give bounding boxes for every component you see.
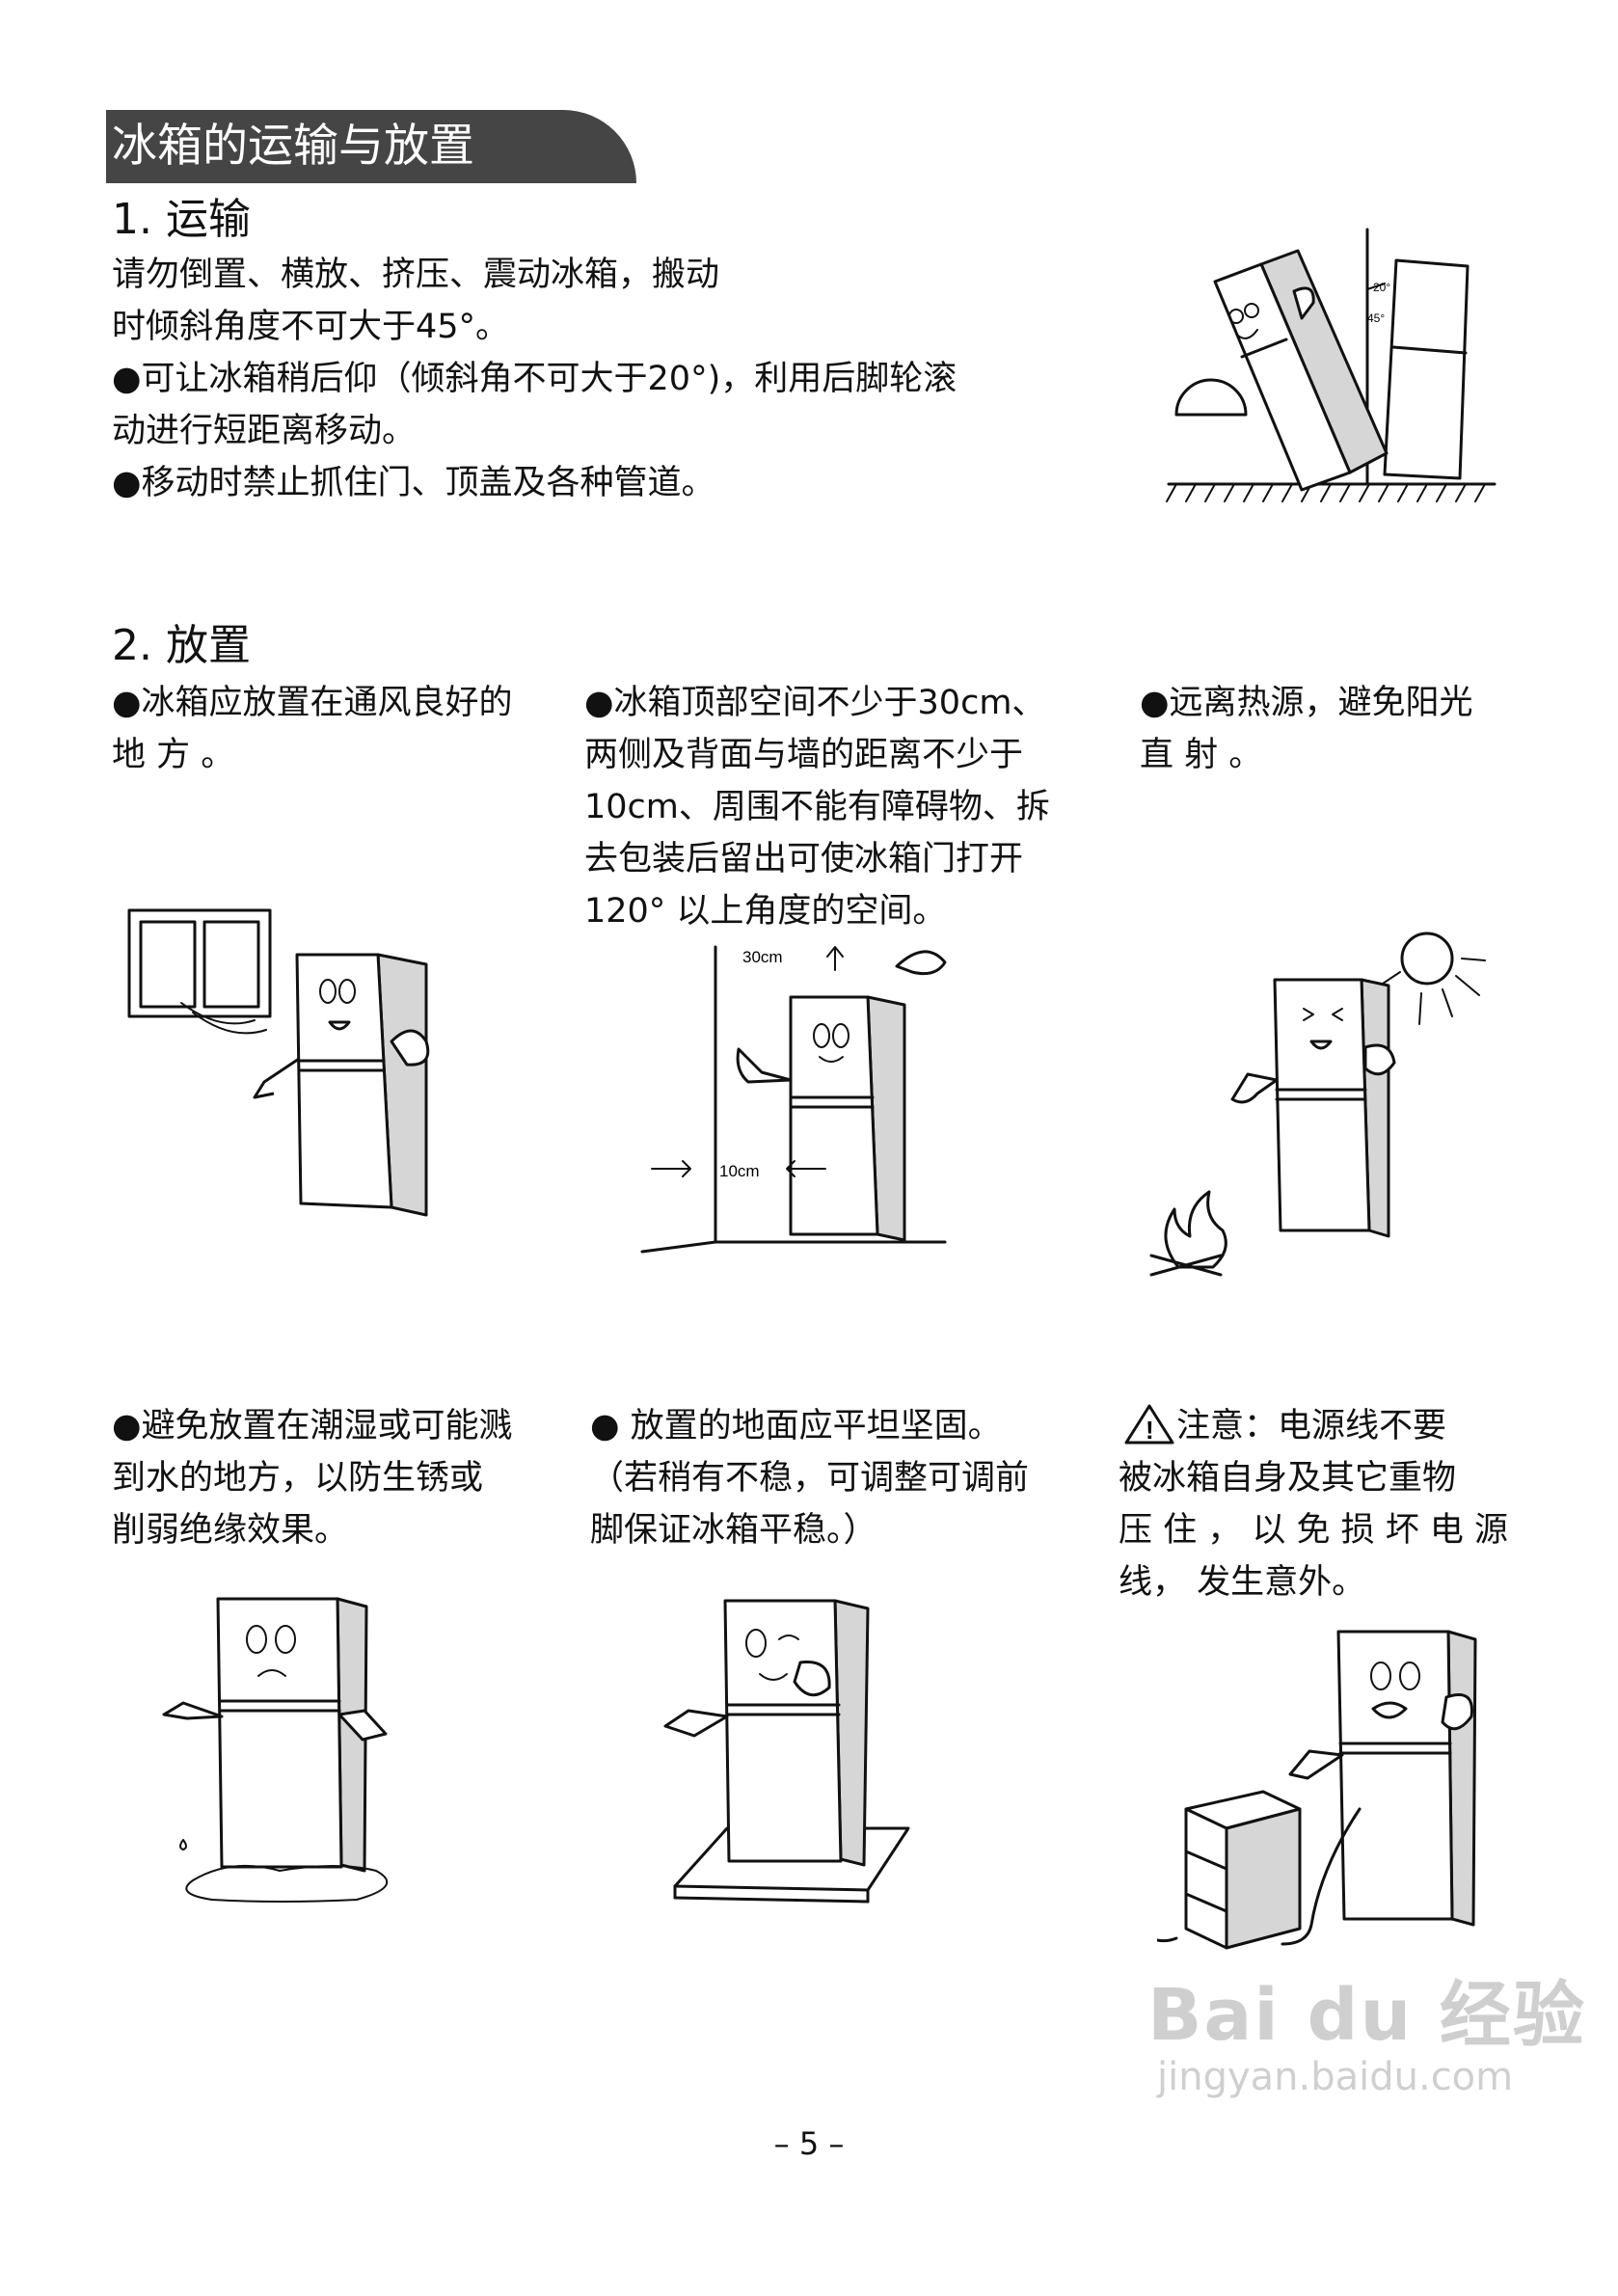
watermark-url: jingyan.baidu.com	[1157, 2055, 1514, 2099]
humidity-illustration	[162, 1597, 389, 1903]
watermark-brand: Bai du 经验	[1147, 1974, 1586, 2057]
baidu-watermark: Bai du 经验 jingyan.baidu.com	[1147, 1977, 1586, 2100]
section-banner	[106, 110, 636, 183]
placement-2-line-3: 10cm、周围不能有障碍物、拆	[584, 788, 1050, 826]
placement-6-line-1: 注意：电源线不要	[1176, 1407, 1447, 1445]
heat-source-illustration	[1149, 932, 1486, 1277]
placement-3-line-2: 直 射 。	[1140, 736, 1263, 774]
section2-heading: 2. 放置	[112, 621, 251, 670]
warning-mark: !	[1146, 1416, 1154, 1445]
clearance-illustration: 30cm 10cm	[640, 945, 947, 1254]
transport-illustration: 45° 20°	[1166, 228, 1497, 502]
placement-1-line-2: 地 方 。	[112, 736, 235, 774]
placement-2-line-2: 两侧及背面与墙的距离不少于	[584, 736, 1024, 774]
warning-icon: !	[1124, 1404, 1174, 1445]
placement-3-line-1: ●远离热源，避免阳光	[1140, 684, 1473, 722]
power-cord-illustration	[1157, 1630, 1477, 1950]
level-floor-illustration	[663, 1599, 910, 1904]
placement-4-line-3: 削弱绝缘效果。	[112, 1511, 349, 1550]
section1-line-2: 时倾斜角度不可大于45°。	[112, 308, 510, 346]
section1-heading: 1. 运输	[112, 195, 251, 244]
page-number: – 5 –	[773, 2125, 845, 2162]
placement-5-line-1: ● 放置的地面应平坦坚固。	[590, 1407, 1002, 1445]
placement-2-line-1: ●冰箱顶部空间不少于30cm、	[584, 684, 1046, 722]
clearance-side-label: 10cm	[719, 1162, 760, 1180]
placement-5-line-3: 脚保证冰箱平稳。）	[590, 1511, 877, 1550]
placement-1-line-1: ●冰箱应放置在通风良好的	[112, 684, 513, 722]
section1-line-5: ●移动时禁止抓住门、顶盖及各种管道。	[112, 464, 715, 502]
placement-4-line-2: 到水的地方，以防生锈或	[112, 1459, 484, 1498]
ventilation-illustration	[127, 908, 430, 1217]
section1-line-1: 请勿倒置、横放、挤压、震动冰箱，搬动	[112, 256, 720, 294]
placement-6-line-2: 被冰箱自身及其它重物	[1119, 1459, 1457, 1498]
section1-line-4: 动进行短距离移动。	[112, 412, 417, 450]
placement-6-line-4: 线， 发生意外。	[1119, 1563, 1366, 1602]
page-title: 冰箱的运输与放置	[112, 120, 474, 173]
angle-45-label: 45°	[1367, 311, 1385, 325]
placement-5-line-2: （若稍有不稳，可调整可调前	[590, 1459, 1030, 1498]
clearance-top-label: 30cm	[742, 948, 783, 966]
placement-4-line-1: ●避免放置在潮湿或可能溅	[112, 1407, 513, 1445]
placement-2-line-5: 120° 以上角度的空间。	[584, 892, 947, 931]
section1-line-3: ●可让冰箱稍后仰（倾斜角不可大于20°)，利用后脚轮滚	[112, 360, 957, 398]
placement-2-line-4: 去包装后留出可使冰箱门打开	[584, 840, 1024, 878]
angle-20-label: 20°	[1373, 281, 1390, 294]
placement-6-line-3: 压 住 ， 以 免 损 坏 电 源	[1119, 1511, 1509, 1550]
